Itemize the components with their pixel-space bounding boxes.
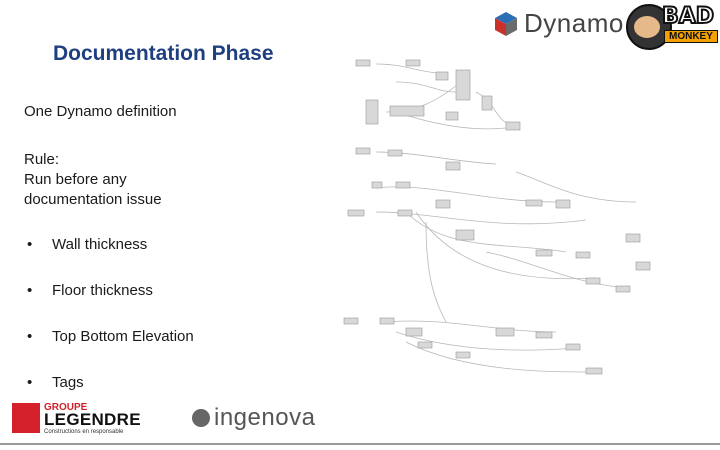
rule-text-line2: documentation issue (24, 191, 162, 208)
dynamo-logo-text: Dynamo (524, 8, 624, 38)
bullet-item-floor-thickness: Floor thickness (52, 282, 153, 299)
dynamo-cube-icon (495, 11, 517, 36)
rule-text-line1: Run before any (24, 171, 127, 188)
bullet-item-tags: Tags (52, 374, 84, 391)
rule-label: Rule: (24, 151, 60, 168)
monkey-muzzle-icon (634, 16, 660, 38)
bullet-item-top-bottom-elevation: Top Bottom Elevation (52, 328, 194, 345)
legendre-groupe-text: GROUPE (44, 402, 88, 413)
footer-divider (0, 443, 720, 445)
ingenova-text: ingenova (214, 404, 316, 431)
legendre-name-text: LEGENDRE (44, 410, 141, 429)
bullet-marker: • (27, 328, 33, 345)
bullet-marker: • (27, 374, 33, 391)
bullet-marker: • (27, 236, 33, 253)
bullet-marker: • (27, 282, 33, 299)
legendre-tagline: Constructions en responsable (44, 429, 124, 435)
dynamo-logo: Dynamo (494, 8, 624, 39)
bad-monkey-logo: BAD MONKEY (624, 2, 718, 50)
slide-title: Documentation Phase (53, 42, 274, 65)
legendre-l-icon (12, 403, 40, 433)
subtitle-text: One Dynamo definition (24, 103, 177, 120)
bullet-item-wall-thickness: Wall thickness (52, 236, 148, 253)
bad-monkey-text: BAD (661, 3, 715, 30)
ingenova-logo: ingenova (192, 404, 315, 432)
monkey-text: MONKEY (664, 30, 718, 43)
ingenova-icon (192, 409, 210, 427)
dynamo-graph-screenshot (343, 59, 651, 375)
groupe-legendre-logo: GROUPE LEGENDRE Constructions en respons… (12, 402, 142, 439)
